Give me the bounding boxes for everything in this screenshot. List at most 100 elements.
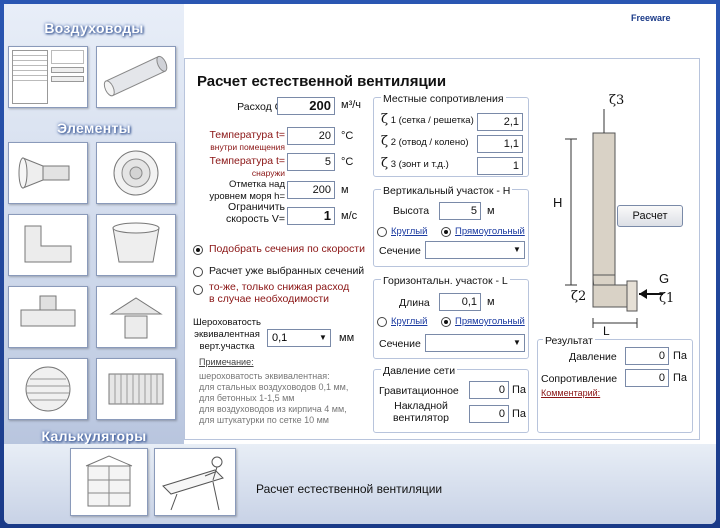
note-title: Примечание: [199, 357, 254, 367]
flow-label: Расход G= [237, 101, 289, 113]
altitude-unit: м [341, 184, 349, 196]
altitude-input[interactable]: 200 [287, 181, 335, 199]
element-damper-thumb[interactable] [96, 214, 176, 276]
duct-options-icon [50, 50, 84, 104]
radio-select-speed[interactable] [193, 245, 203, 255]
horiz-radio-rect[interactable] [441, 317, 451, 327]
diagram-G: G [659, 271, 670, 286]
calc-drafting-thumb[interactable] [154, 448, 236, 516]
temp-in-label: Температура t=внутри помещения [209, 129, 285, 152]
element-grille-round-thumb[interactable] [96, 142, 176, 204]
duct-table-icon [12, 50, 48, 104]
length-unit: м [487, 296, 495, 308]
result-pressure-value: 0 [625, 347, 669, 365]
height-input[interactable]: 5 [439, 202, 481, 220]
calc-building-thumb[interactable] [70, 448, 148, 516]
note-line-5: для штукатурки по сетке 10 мм [199, 415, 329, 425]
element-elbow-thumb[interactable] [8, 214, 88, 276]
temp-out-unit: °C [341, 156, 354, 168]
duct-diagram [565, 109, 663, 328]
vertical-title: Вертикальный участок - H [381, 185, 513, 197]
element-heater-thumb[interactable] [96, 358, 176, 420]
pressure-title: Давление сети [381, 365, 458, 377]
note-line-4: для воздуховодов из кирпича 4 мм, [199, 404, 347, 414]
diagram-z3: ζ3 [609, 93, 625, 108]
horiz-round-label[interactable]: Круглый [391, 316, 428, 327]
z2-input[interactable]: 1,1 [477, 135, 523, 153]
roof-hood-icon [109, 297, 163, 339]
freeware-label: Freeware [631, 13, 671, 23]
height-label: Высота [393, 205, 430, 217]
vert-section-label: Сечение [379, 245, 421, 257]
vert-rect-label[interactable]: Прямоугольный [455, 226, 525, 237]
vent-calc-panel: Расчет естественной вентиляции Расход G=… [184, 58, 700, 440]
duct-calculator-thumb[interactable] [8, 46, 88, 108]
vert-section-select[interactable]: ▼ [425, 241, 525, 259]
radio-reduce-flow[interactable] [193, 285, 203, 295]
flow-input[interactable]: 200 [277, 97, 335, 115]
duct-pipe-thumb[interactable] [96, 46, 176, 108]
local-resist-title: Местные сопротивления [381, 93, 506, 105]
vert-round-label[interactable]: Круглый [391, 226, 428, 237]
result-pressure-label: Давление [569, 351, 617, 363]
speed-input[interactable]: 1 [287, 207, 335, 225]
radio-calc-selected[interactable] [193, 267, 203, 277]
z3-label: ζ 3 (зонт и т.д.) [381, 156, 449, 171]
page-title: Расчет естественной вентиляции [197, 73, 447, 90]
element-hood-thumb[interactable] [96, 286, 176, 348]
ducts-section-title: Воздуховоды [44, 20, 144, 36]
roughness-unit: мм [339, 332, 355, 344]
grav-input[interactable]: 0 [469, 381, 509, 399]
drafting-table-icon [162, 456, 224, 511]
temp-in-input[interactable]: 20 [287, 127, 335, 145]
chevron-down-icon: ▼ [513, 245, 521, 254]
temp-in-unit: °C [341, 130, 354, 142]
z3-input[interactable]: 1 [477, 157, 523, 175]
round-grille-icon [25, 366, 71, 412]
comment-link[interactable]: Комментарий: [541, 388, 601, 398]
z1-input[interactable]: 2,1 [477, 113, 523, 131]
diagram-z1: ζ1 [659, 291, 675, 306]
chevron-down-icon: ▼ [513, 338, 521, 347]
element-tee-thumb[interactable] [8, 286, 88, 348]
result-resist-label: Сопротивление [541, 373, 618, 385]
z1-label: ζ 1 (сетка / решетка) [381, 112, 474, 127]
calculators-section-title: Калькуляторы [41, 428, 147, 444]
calculate-button[interactable]: Расчет [617, 205, 683, 227]
grav-label: Гравитационное [379, 385, 459, 397]
length-input[interactable]: 0,1 [439, 293, 481, 311]
vert-radio-rect[interactable] [441, 227, 451, 237]
elbow-icon [24, 225, 72, 263]
sidebar: Воздуховоды Элементы [4, 4, 184, 524]
horiz-section-select[interactable]: ▼ [425, 334, 525, 352]
fan-input[interactable]: 0 [469, 405, 509, 423]
result-title: Результат [543, 335, 595, 347]
diagram-H: H [553, 195, 563, 210]
temp-out-label: Температура t=снаружи [209, 155, 285, 178]
air-heater-icon [108, 373, 164, 405]
diagram-L: L [603, 324, 610, 338]
length-label: Длина [399, 297, 430, 309]
horiz-rect-label[interactable]: Прямоугольный [455, 316, 525, 327]
elements-section-title: Элементы [57, 120, 131, 136]
building-scheme-icon [85, 455, 133, 507]
element-round-grille-thumb[interactable] [8, 358, 88, 420]
height-unit: м [487, 205, 495, 217]
vert-radio-round[interactable] [377, 227, 387, 237]
roughness-select[interactable]: 0,1▼ [267, 329, 331, 347]
bottom-title: Расчет естественной вентиляции [256, 482, 443, 496]
element-reducer-thumb[interactable] [8, 142, 88, 204]
horiz-radio-round[interactable] [377, 317, 387, 327]
result-pressure-unit: Па [673, 350, 688, 362]
result-resist-value: 0 [625, 369, 669, 387]
temp-out-input[interactable]: 5 [287, 153, 335, 171]
app-page: Воздуховоды Элементы [4, 4, 716, 524]
flow-unit: м³/ч [341, 99, 362, 111]
grav-unit: Па [512, 384, 527, 396]
round-duct-icon [103, 55, 168, 97]
